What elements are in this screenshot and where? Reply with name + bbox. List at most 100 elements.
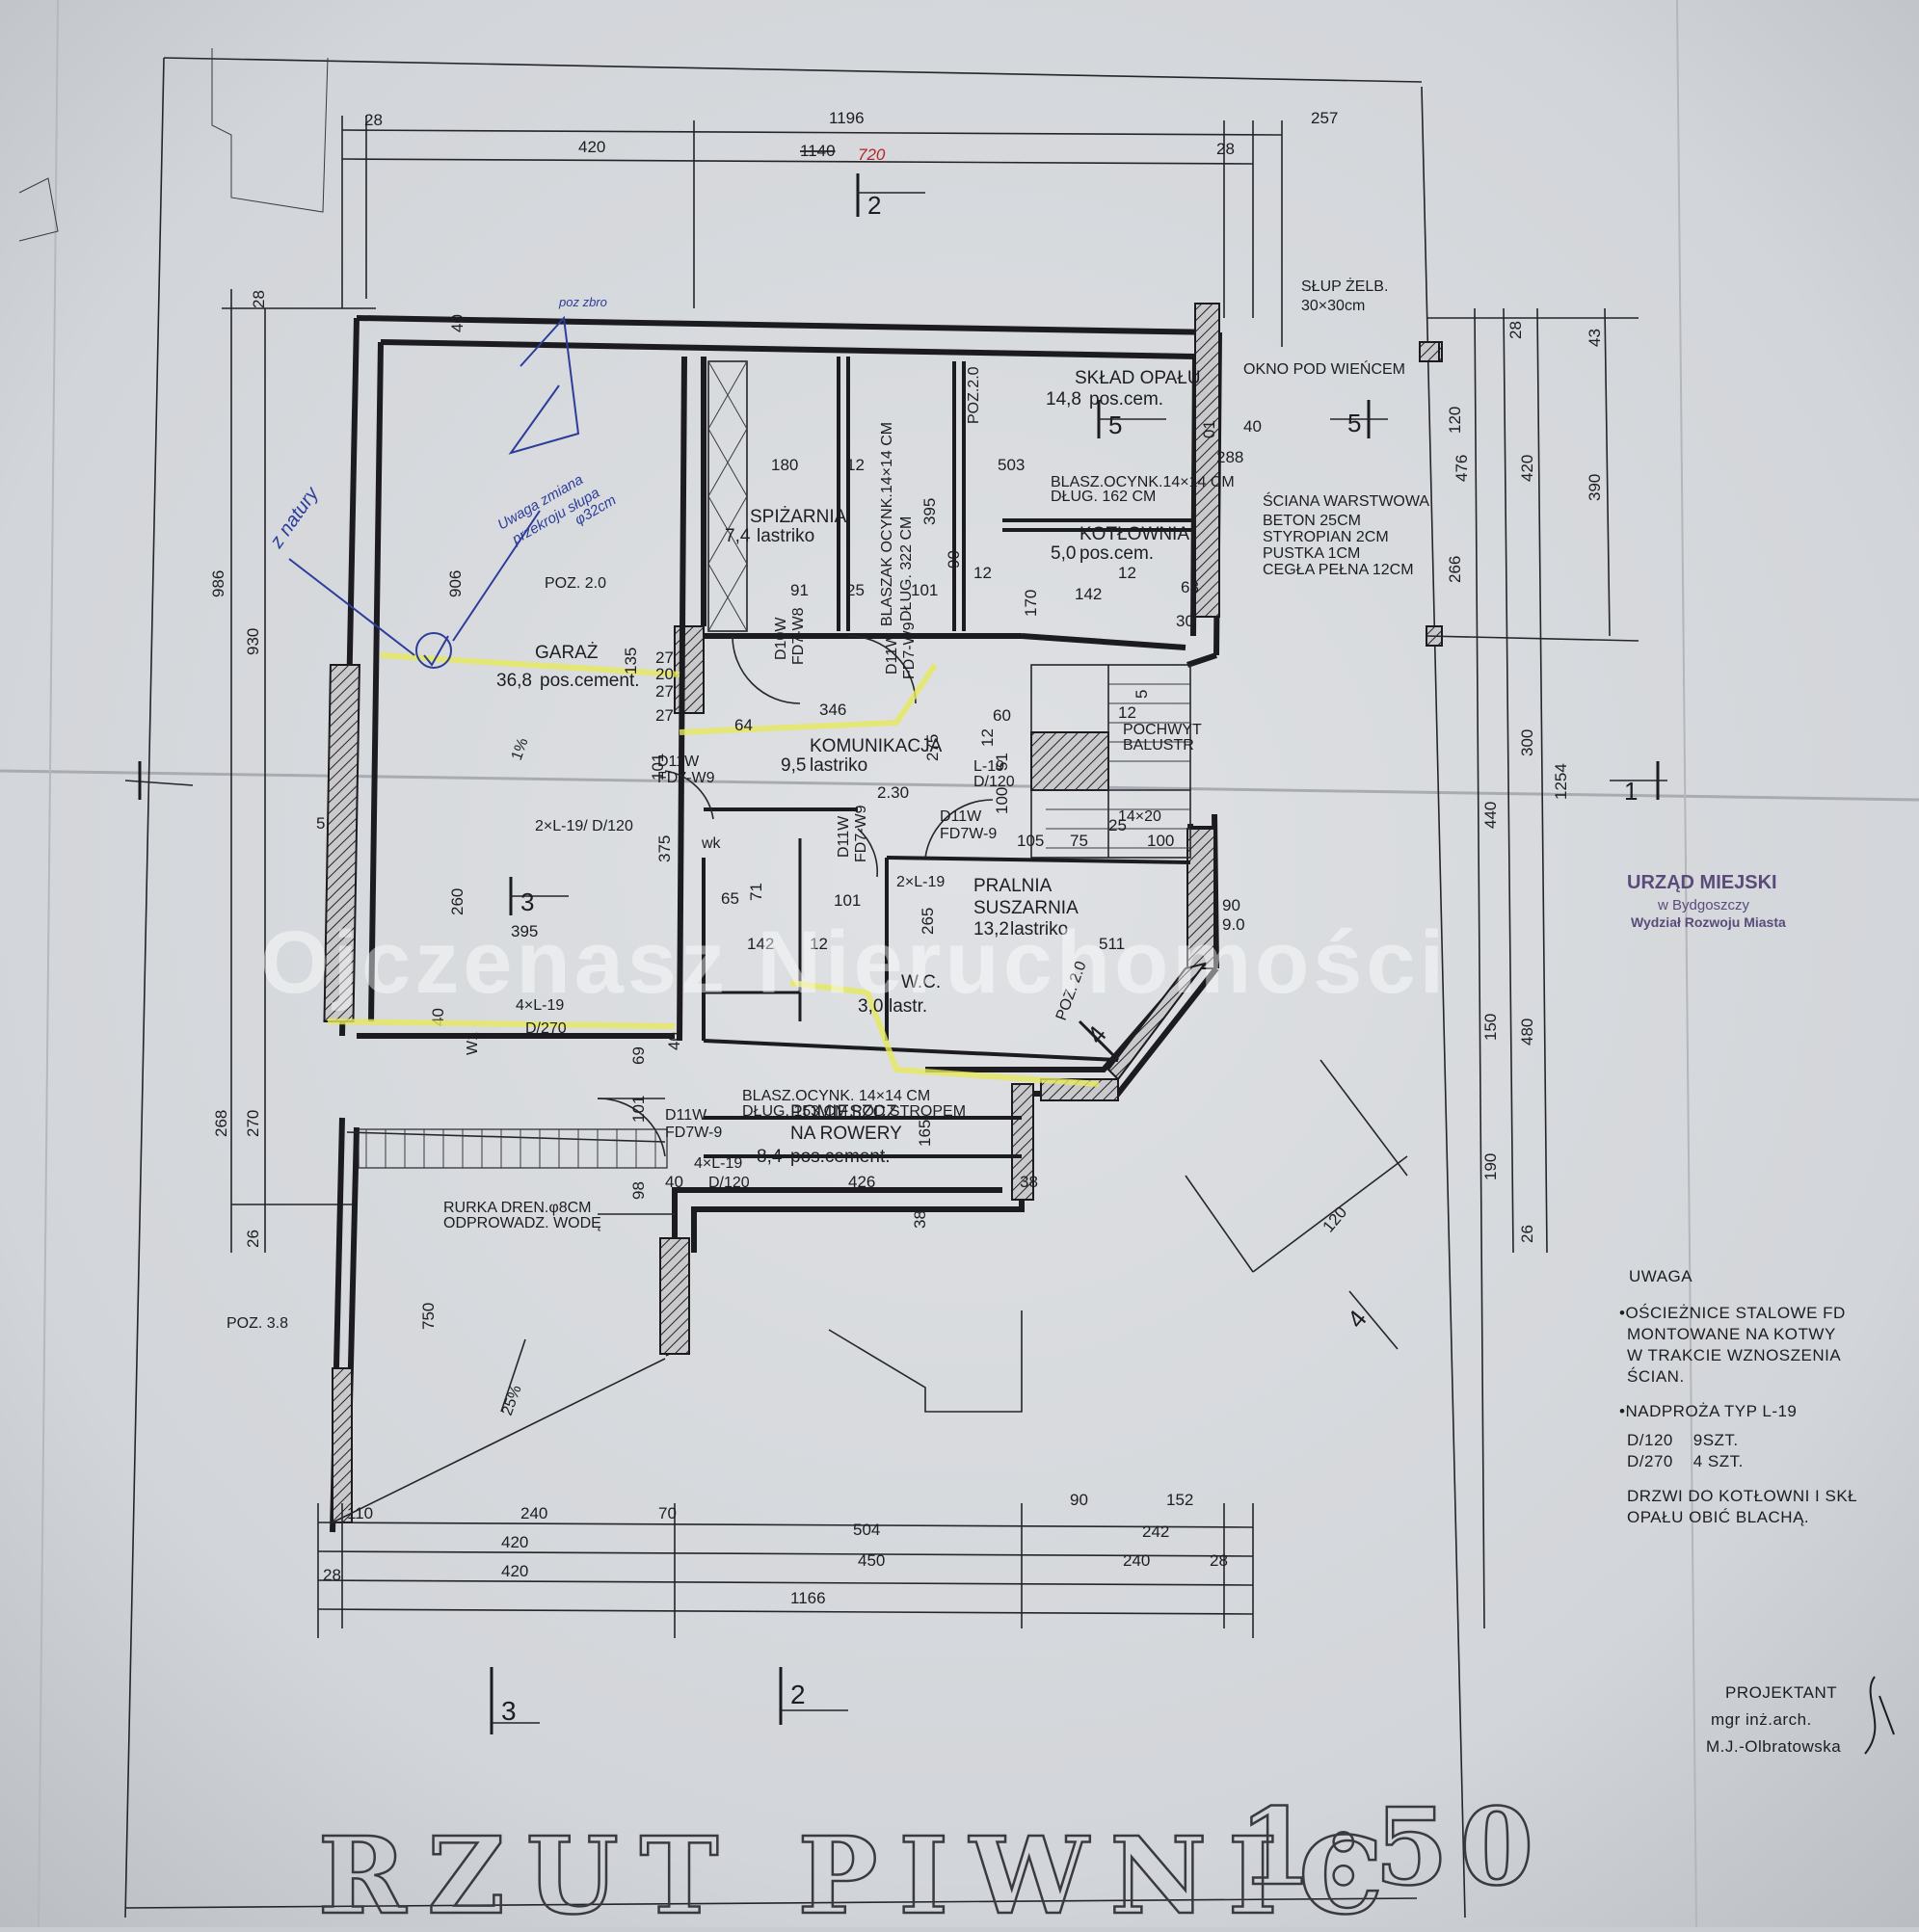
dim-in-275: 275 <box>923 734 942 761</box>
dim-in-40a: 40 <box>665 1032 683 1050</box>
garage-ramp <box>332 1128 1023 1523</box>
room-suszarnia-area: 13,2 <box>973 919 1009 940</box>
dim-in-12c: 12 <box>1118 703 1136 722</box>
dim-in-395b: 395 <box>511 922 538 940</box>
dim-in-60: 60 <box>993 706 1011 725</box>
dim-in-98: 98 <box>629 1181 648 1200</box>
room-spizarnia-floor: lastriko <box>757 526 814 546</box>
section-marker-1-left <box>124 761 194 800</box>
note-poz20b: POZ.2.0 <box>966 366 982 424</box>
ramp-grate-lines <box>365 1129 656 1168</box>
dim-in-25: 25 <box>846 581 865 599</box>
room-wc-area: 3,0 <box>858 996 883 1017</box>
dim-in-288: 12 <box>1118 564 1136 582</box>
dim-bottom-240b: 240 <box>1123 1551 1150 1570</box>
dim-in-38a: 38 <box>1020 1173 1038 1191</box>
dim-bottom-28a: 28 <box>323 1566 341 1584</box>
dim-left-270: 270 <box>244 1110 262 1137</box>
dim-in-170: 170 <box>1022 590 1040 617</box>
uwaga-line-4: ŚCIAN. <box>1627 1367 1685 1386</box>
lintel-6: D/270 <box>525 1020 567 1037</box>
room-spizarnia-area: 7,4 <box>725 526 751 546</box>
dim-right-120: 120 <box>1446 407 1464 434</box>
door-5-b: FD7-W9 <box>853 805 869 862</box>
interior-walls <box>677 356 1195 1158</box>
door-4-b: FD7W-9 <box>940 826 997 842</box>
dim-top-1196: 1196 <box>829 109 865 127</box>
door-5-a: D11W <box>836 815 852 858</box>
dim-bottom-110: 110 <box>347 1504 373 1522</box>
note-pochwyt2: BALUSTR <box>1123 737 1194 754</box>
dim-left-986: 986 <box>209 570 227 597</box>
dim-top-28b: 28 <box>1216 140 1235 158</box>
dim-right-390: 390 <box>1586 474 1604 501</box>
dim-in-101c: 101 <box>834 891 861 910</box>
dim-left-268: 268 <box>212 1110 230 1137</box>
section-label-5-inner: 5 <box>1108 410 1122 439</box>
room-komunikacja-area: 9,5 <box>781 755 806 776</box>
ramp-grate <box>358 1128 668 1169</box>
door-4-a: D11W <box>940 808 982 825</box>
dim-bottom-450: 450 <box>858 1551 885 1570</box>
dim-in-25b: 25 <box>1108 816 1127 834</box>
drawing-scale: 1:50 <box>1239 1785 1545 1909</box>
room-sklad-area: 14,8 <box>1046 389 1081 410</box>
note-poz20a: POZ. 2.0 <box>545 575 606 592</box>
fold-line-horizontal <box>0 769 1919 802</box>
dim-left-930: 930 <box>244 628 262 655</box>
dim-in-101d: 101 <box>629 1096 648 1123</box>
dim-left-750: 750 <box>419 1303 438 1330</box>
dim-left-260: 260 <box>448 888 466 915</box>
uwaga-block: UWAGA •OŚCIEŻNICE STALOWE FD MONTOWANE N… <box>1619 1267 1857 1526</box>
note-rurka2: ODPROWADZ. WODĘ <box>443 1215 601 1231</box>
note-blasz2: BLASZAK OCYNK.14×14 CM <box>879 422 895 626</box>
dim-in-511: 511 <box>1099 935 1125 953</box>
dim-left-28: 28 <box>250 290 268 308</box>
dim-in-26: 5 <box>1133 690 1151 699</box>
dim-in-100a: 100 <box>1147 832 1174 850</box>
note-blasz3: BLASZ.OCYNK. 14×14 CM <box>742 1088 930 1104</box>
dim-in-100b: 100 <box>993 787 1011 814</box>
room-suszarnia-name: SUSZARNIA <box>973 898 1079 918</box>
room-kotlownia-area: 5,0 <box>1051 543 1076 564</box>
note-poz38: POZ. 3.8 <box>227 1315 288 1332</box>
section-label-1-right: 1 <box>1624 777 1638 806</box>
dim-top-257: 257 <box>1311 109 1338 127</box>
dim-in-64: 64 <box>734 716 753 734</box>
bottom-dimension-chains: 110 240 70 90 152 420 504 242 28 420 450… <box>317 1491 1254 1638</box>
dim-in-30: 30 <box>1176 612 1194 630</box>
door-2-b: FD7-W9 <box>901 622 918 679</box>
note-styro: STYROPIAN 2CM <box>1263 529 1389 545</box>
note-beton: BETON 25CM <box>1263 513 1361 529</box>
sketch-top-left <box>211 48 329 213</box>
dim-in-503: 503 <box>998 456 1025 474</box>
note-slope1: 1% <box>509 736 532 763</box>
dim-in-12a: 12 <box>846 456 865 474</box>
dim-right-43: 43 <box>1586 329 1604 347</box>
dim-bottom-242: 242 <box>1142 1522 1169 1541</box>
dim-in-27b: 27 <box>655 682 674 701</box>
room-komunikacja-name: KOMUNIKACJA <box>810 736 943 756</box>
dim-in-38b: 38 <box>911 1210 929 1229</box>
section-label-2-top: 2 <box>867 191 881 220</box>
dim-in-120: 01 <box>1200 420 1218 438</box>
dim-right-420: 420 <box>1518 455 1536 482</box>
dim-in-142b: 142 <box>747 935 774 953</box>
room-garaz-floor: pos.cement. <box>540 671 640 691</box>
dim-in-27a: 27 <box>655 648 674 667</box>
dim-bottom-504: 504 <box>853 1521 880 1539</box>
drawing-title: RZUT PIWNIC <box>318 1813 1404 1927</box>
room-wc-floor: lastr. <box>889 996 927 1017</box>
room-rowery-floor: pos.cement. <box>790 1147 891 1167</box>
room-wc-name: W.C. <box>901 972 941 992</box>
door-3-a: D11W <box>657 754 700 770</box>
door-3-b: FD7-W9 <box>657 770 715 786</box>
spizarnia-shelving <box>707 360 748 632</box>
right-dimension-chain: 43 28 476 420 390 120 266 1254 300 440 1… <box>1222 307 1639 1629</box>
dim-bottom-152: 152 <box>1166 1491 1193 1509</box>
dim-in-75: 75 <box>1070 832 1088 850</box>
dim-in-51: 51 <box>993 753 1011 771</box>
